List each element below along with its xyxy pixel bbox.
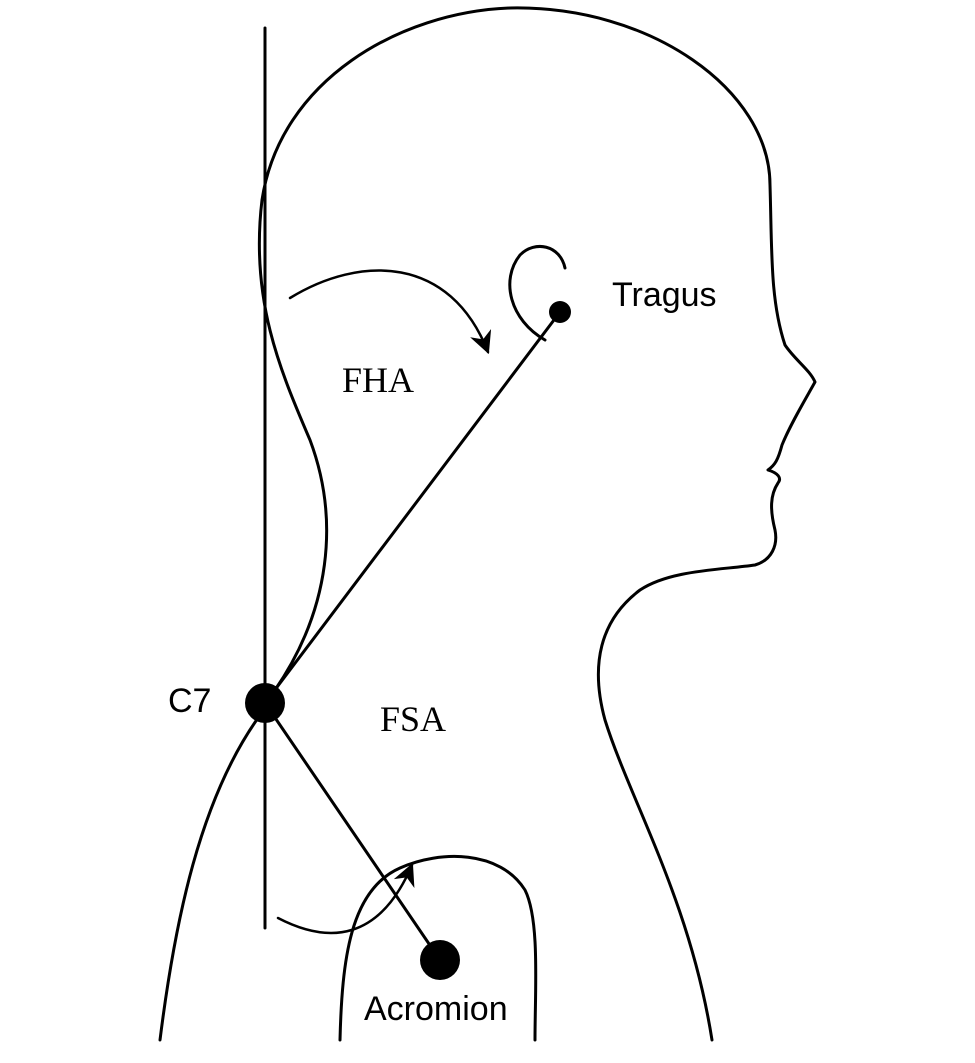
fsa-arrow [276,862,415,935]
acromion-point [420,940,460,980]
c7-label: C7 [168,682,211,720]
tragus-point [549,301,571,323]
head-profile-outline [257,6,817,1042]
ear-outline [508,245,567,342]
shoulder-outline [338,854,538,1042]
fha-arrow [288,269,492,355]
tragus-label: Tragus [612,276,717,314]
c7-acromion-line [263,701,442,962]
back-outline [158,716,260,1042]
acromion-label: Acromion [364,990,508,1028]
c7-tragus-line [263,310,562,705]
c7-point [245,683,285,723]
fha-label: FHA [342,360,414,400]
fsa-label: FSA [380,699,446,739]
